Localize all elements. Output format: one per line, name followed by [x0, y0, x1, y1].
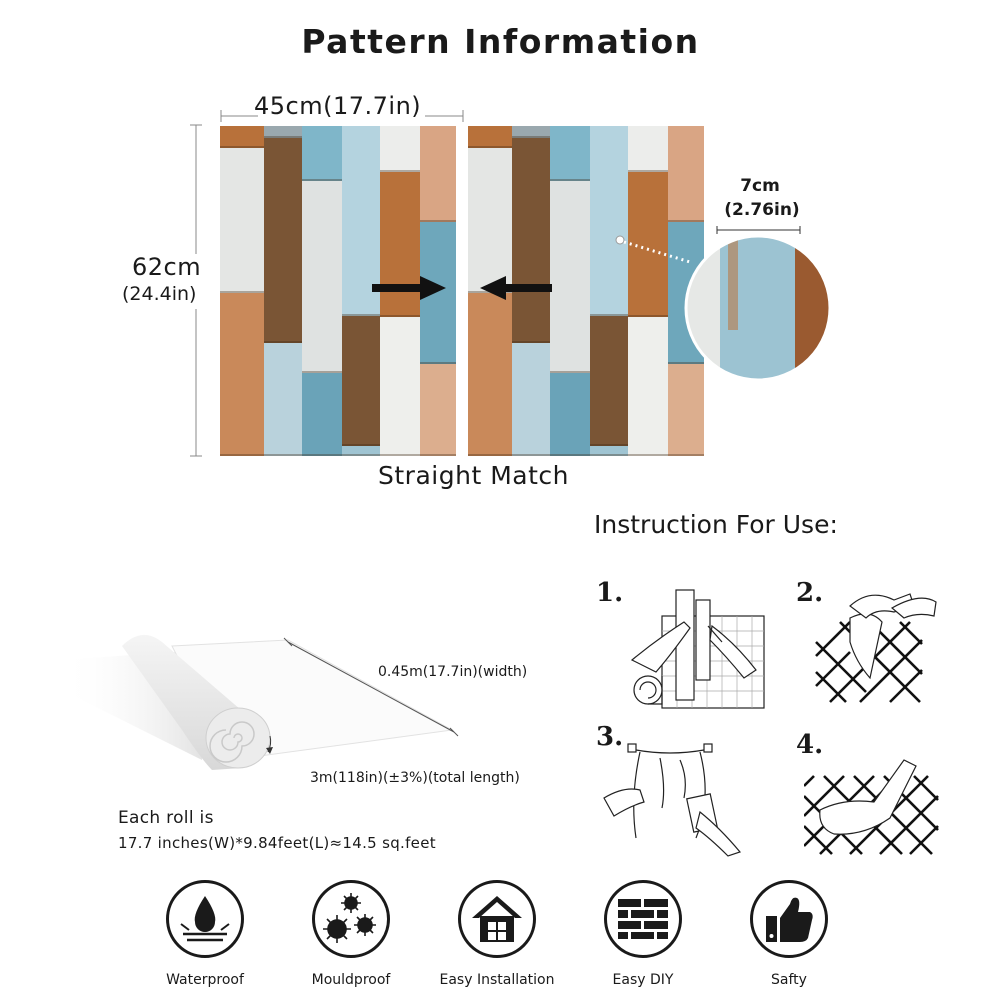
step-number-1: 1.	[596, 578, 624, 608]
feature-label: Mouldproof	[311, 972, 391, 988]
feature-mouldproof: Mouldproof	[296, 880, 406, 988]
roll-width-label: 0.45m(17.7in)(width)	[378, 664, 528, 680]
step-number-4: 4.	[796, 730, 824, 760]
arrow-right-icon	[372, 276, 446, 300]
width-label: 45cm(17.7in)	[254, 92, 422, 120]
arrow-left-icon	[480, 276, 552, 300]
step-2-peel-backing-illustration	[815, 593, 937, 703]
mould-spores-icon	[312, 880, 390, 958]
step-1-measure-cut-illustration	[630, 589, 765, 709]
height-label-in: (24.4in)	[122, 283, 197, 305]
height-dimension-bracket	[190, 124, 202, 457]
feature-easy-diy: Easy DIY	[588, 880, 698, 988]
instruction-title: Instruction For Use:	[594, 510, 838, 539]
detail-label-in: (2.76in)	[724, 200, 800, 220]
water-drop-icon	[166, 880, 244, 958]
thumbs-up-icon	[750, 880, 828, 958]
feature-safty: Safty	[734, 880, 844, 988]
feature-easy-installation: Easy Installation	[440, 880, 555, 988]
feature-waterproof: Waterproof	[150, 880, 260, 988]
roll-length-label: 3m(118in)(±3%)(total length)	[310, 770, 520, 786]
each-roll-heading: Each roll is	[118, 808, 214, 828]
detail-dimension-bracket	[716, 226, 801, 234]
each-roll-spec: 17.7 inches(W)*9.84feet(L)≈14.5 sq.feet	[118, 834, 436, 852]
brick-wall-icon	[604, 880, 682, 958]
detail-label-cm: 7cm	[740, 176, 780, 196]
feature-label: Safty	[771, 972, 807, 988]
step-4-smooth-illustration	[804, 759, 939, 855]
height-label-cm: 62cm	[132, 253, 202, 281]
width-dimension-bracket	[220, 110, 464, 122]
wallpaper-roll-illustration	[62, 634, 459, 770]
feature-label: Easy DIY	[612, 972, 674, 988]
wood-panel-left	[220, 126, 456, 456]
step-number-2: 2.	[796, 578, 824, 608]
match-label: Straight Match	[378, 461, 569, 490]
detail-magnifier	[615, 234, 832, 382]
feature-label: Waterproof	[166, 972, 244, 988]
page-title: Pattern Information	[301, 22, 700, 61]
house-icon	[458, 880, 536, 958]
step-number-3: 3.	[596, 722, 624, 752]
step-3-apply-illustration	[603, 743, 742, 857]
feature-label: Easy Installation	[439, 972, 555, 988]
